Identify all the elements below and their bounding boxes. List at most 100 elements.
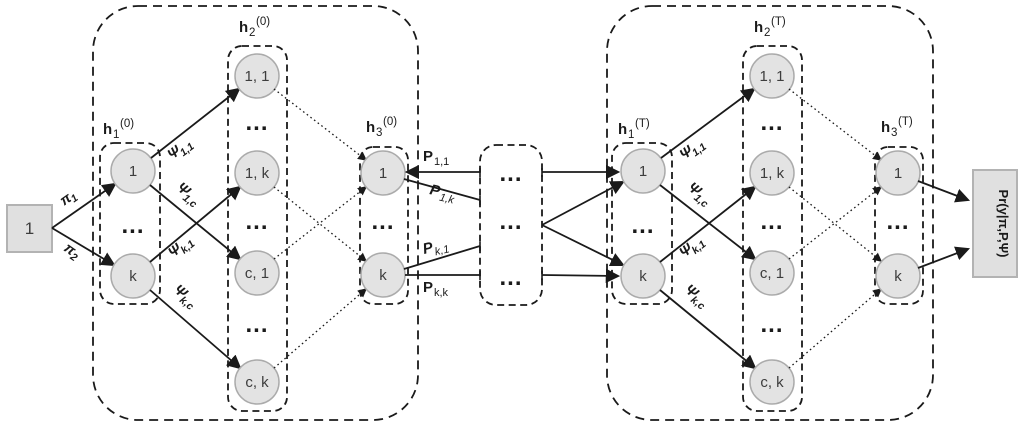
edge-mid-to-h1T-1b [541,180,625,226]
edge-dotted-1k-to-k-t0 [273,186,368,262]
label-P-1-k: P 1,k [428,181,456,207]
layer-box-h3-t0 [359,146,409,305]
node-h2-11-tT [749,53,795,99]
label-psi-k-c-tT: Ψ k,c [681,282,707,313]
label-h2-tT-sup: (T) [771,16,786,28]
edge-h3T-k-to-output [917,246,971,269]
edge-mid-to-h1T-kb [541,224,625,267]
label-P-1-1-sub: 1,1 [434,156,449,168]
h2-tT-ellipsis-1: ... [760,109,783,136]
node-h1-k-tT [620,253,666,299]
label-psi-1-1-tT: Ψ 1,1 [677,141,709,163]
h2-t0-ellipsis-1: ... [245,109,268,136]
edge-dotted-ck-to-k-t0 [273,288,368,369]
label-h3-t0-base: h [366,119,375,136]
edge-psi-k-c-t0 [149,289,242,370]
label-h2-t0-sub: 2 [249,27,255,39]
label-h1-tT-sup: (T) [635,118,650,130]
label-P-k-k-base: P [423,279,433,296]
edge-dotted-11-to-1-tT [788,88,883,161]
node-h1-k-t0 [110,253,156,299]
edge-dotted-ck-to-k-tT [788,288,883,369]
label-psi-1-1-t0: Ψ 1,1 [165,141,197,164]
node-h2-11-t0 [234,53,280,99]
label-psi-1-c-tT: Ψ 1,c [685,180,711,211]
node-h2-ck-t0 [234,359,280,405]
layer-box-h3-tT [874,146,924,305]
label-psi-k-1-t0: Ψ k,1 [165,238,197,261]
h2-t0-ellipsis-3: ... [245,311,268,338]
node-h2-1k-t0-label: 1, k [245,165,270,182]
middle-ellipsis-2: ... [499,208,522,235]
edge-pi2 [51,227,116,267]
label-h1-tT-sub: 1 [628,129,634,141]
input-node-label: 1 [25,219,34,238]
edge-P-1-k [403,178,481,201]
h3-tT-ellipsis: ... [886,208,909,235]
node-h2-c1-tT-label: c, 1 [760,265,784,282]
node-h2-c1-tT [749,250,795,296]
label-P-1-1-base: P [423,148,433,165]
label-h2-t0-base: h [239,19,248,36]
h2-t0-ellipsis-2: ... [245,208,268,235]
node-h2-c1-t0 [234,250,280,296]
label-h1-t0-sup: (0) [120,118,134,130]
node-h1-1-tT [620,148,666,194]
edge-psi-k-c-tT [659,289,757,370]
node-h1-k-t0-label: k [129,268,137,285]
layer-box-h2-t0 [227,45,288,412]
middle-ellipsis-1: ... [499,160,522,187]
layer-box-h1-t0 [99,142,161,305]
edge-dotted-11-to-1-t0 [273,88,368,161]
node-h3-k-tT-label: k [894,268,902,285]
edge-psi-k-1-t0 [149,185,242,263]
node-h2-11-t0-label: 1, 1 [244,68,269,85]
label-h2-tT-sub: 2 [764,27,770,39]
node-h3-k-tT [875,253,921,299]
label-h1-t0-sub: 1 [113,129,119,141]
node-h2-1k-tT [749,150,795,196]
label-pi1: π 1 [57,190,80,209]
node-h2-c1-t0-label: c, 1 [245,265,269,282]
h2-tT-ellipsis-2: ... [760,208,783,235]
edge-psi-1-c-t0 [149,184,242,261]
node-h2-1k-tT-label: 1, k [760,165,785,182]
block-box-tT [606,5,934,421]
label-h1-tT-base: h [618,121,627,138]
node-h1-1-tT-label: 1 [639,163,647,180]
node-h3-1-t0-label: 1 [379,165,387,182]
edge-h3T-1-to-output [917,180,971,203]
h1-t0-ellipsis: ... [121,212,144,239]
block-box-t0 [92,5,419,421]
h2-tT-ellipsis-3: ... [760,311,783,338]
node-h2-ck-tT [749,359,795,405]
edge-psi-1-1-t0 [150,87,241,159]
svg-text:k,1: k,1 [434,243,451,258]
node-h1-1-t0-label: 1 [129,163,137,180]
input-node-box [6,204,53,253]
label-h3-tT-base: h [881,119,890,136]
layer-box-h1-tT [611,142,673,305]
edge-dotted-c1-to-1-tT [788,186,883,260]
layer-box-h2-tT [742,45,803,412]
label-h3-tT-sub: 3 [891,127,897,139]
edge-psi-1-c-tT [659,184,757,261]
label-P-k-k-sub: k,k [434,287,449,299]
node-h3-1-tT [875,150,921,196]
label-h3-t0-sub: 3 [376,127,382,139]
label-h1-t0-base: h [103,121,112,138]
label-h3-tT-sup: (T) [898,116,913,128]
label-h2-t0-sup: (0) [256,16,270,28]
edge-psi-1-1-tT [660,87,756,159]
edge-psi-k-1-tT [659,185,757,263]
node-h1-1-t0 [110,148,156,194]
svg-text:1,k: 1,k [438,192,455,207]
node-h2-11-tT-label: 1, 1 [759,68,784,85]
h1-tT-ellipsis: ... [631,212,654,239]
edge-mid-to-h1T-ka [541,268,621,284]
output-node-label: Pr(y|π,P,Ψ) [996,190,1011,258]
node-h3-1-tT-label: 1 [894,165,902,182]
label-h3-t0-sup: (0) [383,116,397,128]
edge-P-k-1 [403,245,481,270]
